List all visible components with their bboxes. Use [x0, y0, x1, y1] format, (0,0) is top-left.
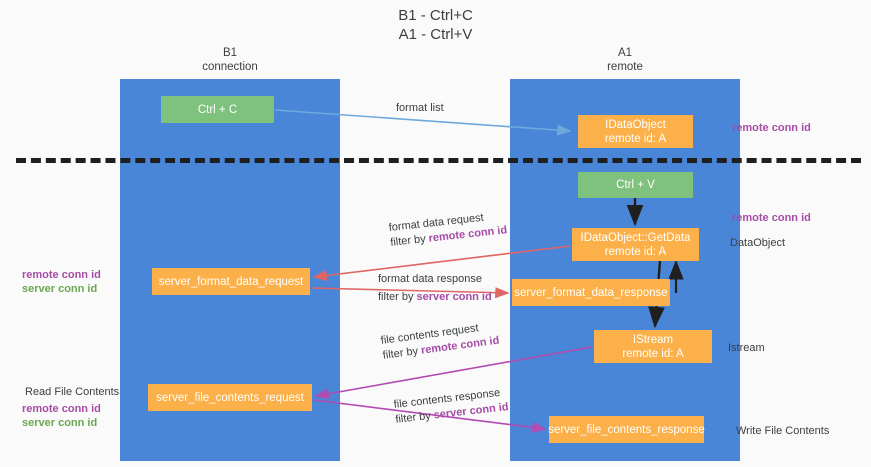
node-getdata-label: IDataObject::GetData remote id: A	[580, 231, 691, 258]
node-ctrl-c-label: Ctrl + C	[197, 103, 238, 116]
annotation-left-remote-conn-id: remote conn id	[22, 269, 101, 281]
annotation-left-remote-conn-id-2: remote conn id	[22, 403, 101, 415]
edge-label-fcreq-prefix: filter by	[382, 344, 422, 362]
edge-label-file-contents-response: file contents response filter by server …	[393, 385, 509, 428]
title-line-1: B1 - Ctrl+C	[398, 7, 473, 24]
node-istream[interactable]: IStream remote id: A	[594, 330, 712, 363]
edge-label-fdreq-prefix: filter by	[389, 232, 430, 249]
node-server-format-data-request-label: server_format_data_request	[158, 275, 304, 288]
node-server-file-contents-response[interactable]: server_file_contents_response	[548, 416, 705, 443]
edge-label-fdres-line1: format data response	[378, 273, 482, 285]
node-server-format-data-request[interactable]: server_format_data_request	[152, 268, 310, 295]
edge-label-fdres-key: server conn id	[416, 291, 492, 303]
node-ctrl-v-label: Ctrl + V	[616, 179, 655, 191]
annotation-left-conn-ids: remote conn id server conn id	[22, 268, 101, 296]
node-server-format-data-response-label: server_format_data_response	[514, 286, 668, 299]
annotation-write-file-contents: Write File Contents	[736, 425, 830, 437]
edge-label-fcres-prefix: filter by	[394, 409, 435, 426]
annotation-left-server-conn-id: server conn id	[22, 283, 98, 295]
annotation-read-file-contents: Read File Contents	[25, 386, 120, 398]
edge-label-format-data-request: format data request filter by remote con…	[388, 208, 508, 250]
node-idataobject-label: IDataObject remote id: A	[604, 118, 667, 145]
annotation-remote-conn-id-mid: remote conn id	[732, 212, 811, 224]
node-server-format-data-response[interactable]: server_format_data_response	[512, 279, 670, 306]
annotation-istream: Istream	[728, 342, 765, 354]
node-idataobject-getdata[interactable]: IDataObject::GetData remote id: A	[572, 228, 699, 261]
edge-label-format-list-text: format list	[396, 102, 444, 114]
node-ctrl-v[interactable]: Ctrl + V	[578, 172, 693, 198]
node-server-file-contents-request[interactable]: server_file_contents_request	[148, 384, 312, 411]
edge-label-file-contents-request: file contents request filter by remote c…	[380, 319, 500, 364]
page-title: B1 - Ctrl+C A1 - Ctrl+V	[0, 6, 871, 44]
node-istream-label: IStream remote id: A	[622, 333, 684, 360]
annotation-dataobject: DataObject	[730, 237, 786, 249]
annotation-remote-conn-id-top: remote conn id	[732, 122, 811, 134]
lane-header-a1: A1 remote	[510, 46, 740, 74]
lane-header-b1: B1 connection	[120, 46, 340, 74]
edge-label-fdres-prefix: filter by	[378, 291, 417, 303]
annotation-left-server-conn-id-2: server conn id	[22, 417, 98, 429]
node-server-file-contents-response-label: server_file_contents_response	[548, 423, 705, 436]
lane-b1-name: B1	[222, 47, 238, 59]
lane-b1-subtitle: connection	[202, 61, 258, 73]
edge-label-format-data-response: format data response filter by server co…	[378, 272, 492, 305]
lane-a1-subtitle: remote	[607, 61, 643, 73]
node-ctrl-c[interactable]: Ctrl + C	[161, 96, 274, 123]
edge-label-format-list: format list	[396, 101, 444, 116]
annotation-left-conn-ids-2: remote conn id server conn id	[22, 402, 101, 430]
lane-a1-name: A1	[617, 47, 633, 59]
title-line-2: A1 - Ctrl+V	[398, 26, 473, 43]
phase-divider	[16, 158, 861, 163]
node-idataobject[interactable]: IDataObject remote id: A	[578, 115, 693, 148]
node-server-file-contents-request-label: server_file_contents_request	[156, 391, 304, 404]
edge-label-fdres-line2: filter by server conn id	[378, 287, 492, 305]
